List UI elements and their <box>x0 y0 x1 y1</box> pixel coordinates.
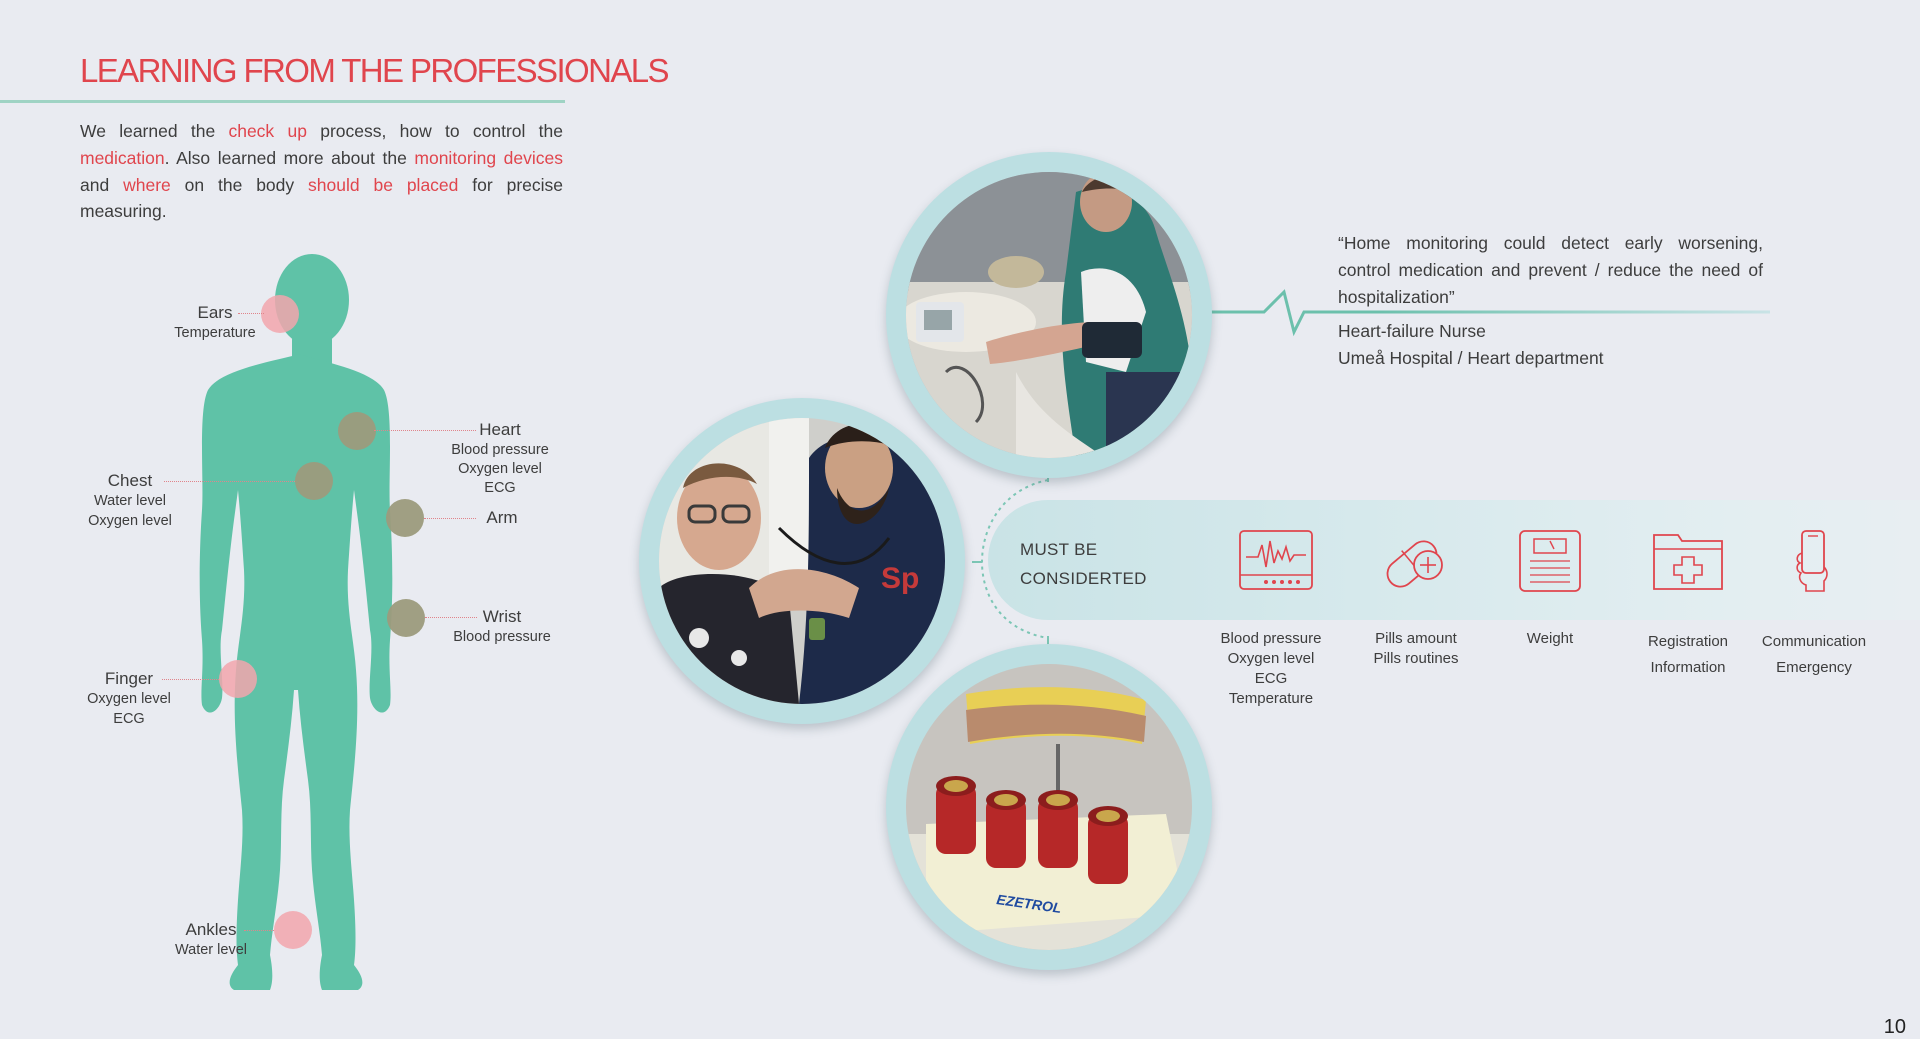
heart-name: Heart <box>479 420 521 439</box>
ears-marker <box>261 295 299 333</box>
nurse-quote: “Home monitoring could detect early wors… <box>1338 233 1763 307</box>
intro-highlight: monitoring devices <box>414 147 564 168</box>
arm-name: Arm <box>486 508 518 527</box>
ankles-marker <box>274 911 312 949</box>
must-be-considered-label: MUST BE CONSIDERTED <box>1020 535 1147 593</box>
icon-label-line: Emergency <box>1776 659 1852 676</box>
intro-text: on the body <box>170 174 309 195</box>
finger-name: Finger <box>104 669 154 688</box>
quote-attribution: Heart-failure Nurse Umeå Hospital / Hear… <box>1338 318 1604 372</box>
intro-text: . Also learned more about the <box>164 147 415 168</box>
icon-label-line: ECG <box>1254 670 1288 687</box>
finger-leader <box>162 679 219 680</box>
quote-author-place: Umeå Hospital / Heart department <box>1338 348 1604 368</box>
ankles-label: Ankles Water level <box>152 919 270 961</box>
finger-label: Finger Oxygen level ECG <box>70 668 188 729</box>
intro-highlight: should be placed <box>308 174 459 195</box>
weighing-scale-icon <box>1510 527 1590 597</box>
heart-label: Heart Blood pressure Oxygen level ECG <box>437 419 563 498</box>
ears-leader <box>238 313 264 314</box>
chest-detail: Water level <box>94 493 166 509</box>
finger-marker <box>219 660 257 698</box>
icon-label-line: Oxygen level <box>1227 650 1315 667</box>
icon-label-line: Information <box>1650 659 1726 676</box>
intro-highlight: medication <box>80 147 165 168</box>
heart-monitor-icon <box>1236 527 1316 597</box>
intro-text: We learned the <box>80 121 229 141</box>
intro-text: and <box>80 174 124 195</box>
wrist-leader <box>425 617 477 618</box>
icon-label-weight: Weight <box>1500 629 1600 649</box>
intro-text: process, how to control the <box>306 121 564 141</box>
heart-detail: ECG <box>484 480 516 496</box>
pill-icon <box>1376 527 1456 597</box>
ankles-leader <box>244 930 274 931</box>
heart-marker <box>338 412 376 450</box>
icon-label-line: Pills amount <box>1375 630 1457 647</box>
icon-label-vitals: Blood pressure Oxygen level ECG Temperat… <box>1196 629 1346 709</box>
chest-leader <box>164 481 295 482</box>
intro-highlight: where <box>123 174 171 195</box>
finger-detail: ECG <box>113 710 145 727</box>
ankles-detail: Water level <box>175 942 247 958</box>
icon-label-line: Pills routines <box>1373 650 1459 667</box>
icon-label-line: Communication <box>1761 633 1867 650</box>
finger-detail: Oxygen level <box>87 691 171 707</box>
intro-paragraph: We learned the check up process, how to … <box>80 118 563 225</box>
chest-marker <box>295 462 333 500</box>
artery-model-photo: EZETROL <box>906 664 1192 950</box>
ears-name: Ears <box>197 303 233 322</box>
nurse-blood-pressure-photo <box>906 172 1192 458</box>
icon-label-line: Weight <box>1526 630 1574 647</box>
chest-detail: Oxygen level <box>88 512 172 529</box>
medical-folder-icon <box>1648 527 1728 597</box>
pulse-line-decoration <box>1210 289 1770 337</box>
icon-label-line: Temperature <box>1228 690 1314 707</box>
page-number: 10 <box>1883 1016 1906 1038</box>
chest-label: Chest Water level Oxygen level <box>70 470 190 531</box>
intro-text: for precise measuring. <box>80 174 564 222</box>
wrist-marker <box>387 599 425 637</box>
page-title: LEARNING FROM THE PROFESSIONALS <box>80 52 670 89</box>
ears-detail: Temperature <box>174 325 256 341</box>
stethoscope-exam-photo: Sp <box>659 418 945 704</box>
heart-detail: Blood pressure <box>451 442 549 458</box>
must-be-considered-band <box>988 500 1920 620</box>
title-underline <box>0 100 565 103</box>
wrist-name: Wrist <box>482 607 522 626</box>
band-label-line: CONSIDERTED <box>1020 569 1147 588</box>
icon-label-line: Registration <box>1647 633 1729 650</box>
heart-leader <box>374 430 476 431</box>
quote-author-role: Heart-failure Nurse <box>1338 321 1486 341</box>
phone-in-hand-icon <box>1774 527 1854 597</box>
photo-sign-text: Sp <box>881 562 919 595</box>
heart-detail: Oxygen level <box>458 461 542 477</box>
wrist-detail: Blood pressure <box>453 629 551 645</box>
icon-label-pills: Pills amount Pills routines <box>1346 629 1486 669</box>
chest-name: Chest <box>107 471 153 490</box>
arm-label: Arm <box>470 507 534 529</box>
arm-leader <box>424 518 476 519</box>
ankles-name: Ankles <box>185 920 237 939</box>
intro-highlight: check up <box>228 121 307 141</box>
icon-label-registration: Registration Information <box>1618 629 1758 681</box>
icon-label-communication: Communication Emergency <box>1744 629 1884 681</box>
arm-marker <box>386 499 424 537</box>
icon-label-line: Blood pressure <box>1220 630 1322 647</box>
band-label-line: MUST BE <box>1020 540 1098 559</box>
wrist-label: Wrist Blood pressure <box>437 606 567 648</box>
ears-label: Ears Temperature <box>152 302 278 344</box>
